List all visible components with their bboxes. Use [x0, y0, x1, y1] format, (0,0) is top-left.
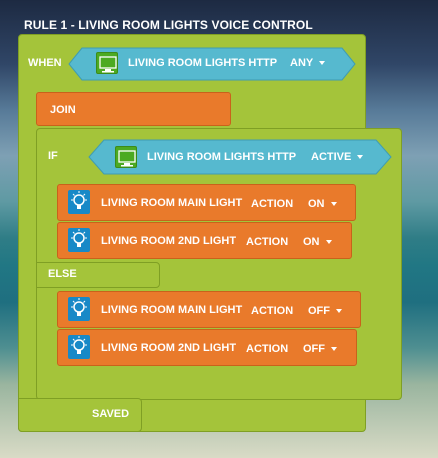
http-icon: [96, 52, 118, 74]
action-value: OFF: [303, 343, 325, 355]
else-block: [36, 262, 160, 288]
bulb-icon: [68, 190, 90, 214]
when-trigger-device: LIVING ROOM LIGHTS HTTP: [128, 57, 278, 69]
action-value: OFF: [308, 305, 330, 317]
if-condition-block[interactable]: [88, 139, 392, 175]
action-value-dropdown[interactable]: ON: [303, 236, 332, 248]
when-label: WHEN: [28, 57, 62, 69]
chevron-down-icon: [325, 240, 332, 245]
http-icon: [115, 146, 137, 168]
when-trigger-block[interactable]: [68, 47, 356, 81]
action-label: ACTION: [246, 236, 289, 248]
action-value: ON: [303, 236, 320, 248]
action-value-dropdown[interactable]: ON: [308, 198, 337, 210]
action-value-dropdown[interactable]: OFF: [308, 305, 342, 317]
rule-title: RULE 1 - LIVING ROOM LIGHTS VOICE CONTRO…: [24, 18, 313, 32]
join-label: JOIN: [50, 104, 76, 116]
bulb-icon: [68, 335, 90, 359]
chevron-down-icon: [357, 155, 364, 160]
action-block[interactable]: [57, 329, 357, 366]
if-label: IF: [48, 150, 58, 162]
action-device: LIVING ROOM 2ND LIGHT: [101, 235, 237, 247]
chevron-down-icon: [330, 202, 337, 207]
when-trigger-value-dropdown[interactable]: ANY: [290, 57, 326, 69]
if-condition-value-dropdown[interactable]: ACTIVE: [311, 151, 364, 163]
chevron-down-icon: [331, 347, 337, 352]
saved-block: [18, 398, 142, 432]
action-value: ON: [308, 198, 325, 210]
if-condition-device: LIVING ROOM LIGHTS HTTP: [147, 151, 297, 163]
when-trigger-value: ANY: [290, 57, 314, 69]
if-condition-value: ACTIVE: [311, 151, 352, 163]
else-label: ELSE: [48, 268, 77, 280]
join-block[interactable]: [36, 92, 231, 126]
status-saved: SAVED: [92, 408, 130, 420]
action-device: LIVING ROOM MAIN LIGHT: [101, 304, 243, 316]
chevron-down-icon: [336, 309, 342, 314]
action-device: LIVING ROOM MAIN LIGHT: [101, 197, 243, 209]
action-block[interactable]: [57, 291, 361, 328]
action-device: LIVING ROOM 2ND LIGHT: [101, 342, 237, 354]
bulb-icon: [68, 228, 90, 252]
action-label: ACTION: [246, 343, 289, 355]
action-label: ACTION: [251, 198, 294, 210]
action-value-dropdown[interactable]: OFF: [303, 343, 337, 355]
chevron-down-icon: [319, 61, 326, 66]
bulb-icon: [68, 297, 90, 321]
action-label: ACTION: [251, 305, 294, 317]
action-block[interactable]: [57, 184, 356, 221]
action-block[interactable]: [57, 222, 352, 259]
